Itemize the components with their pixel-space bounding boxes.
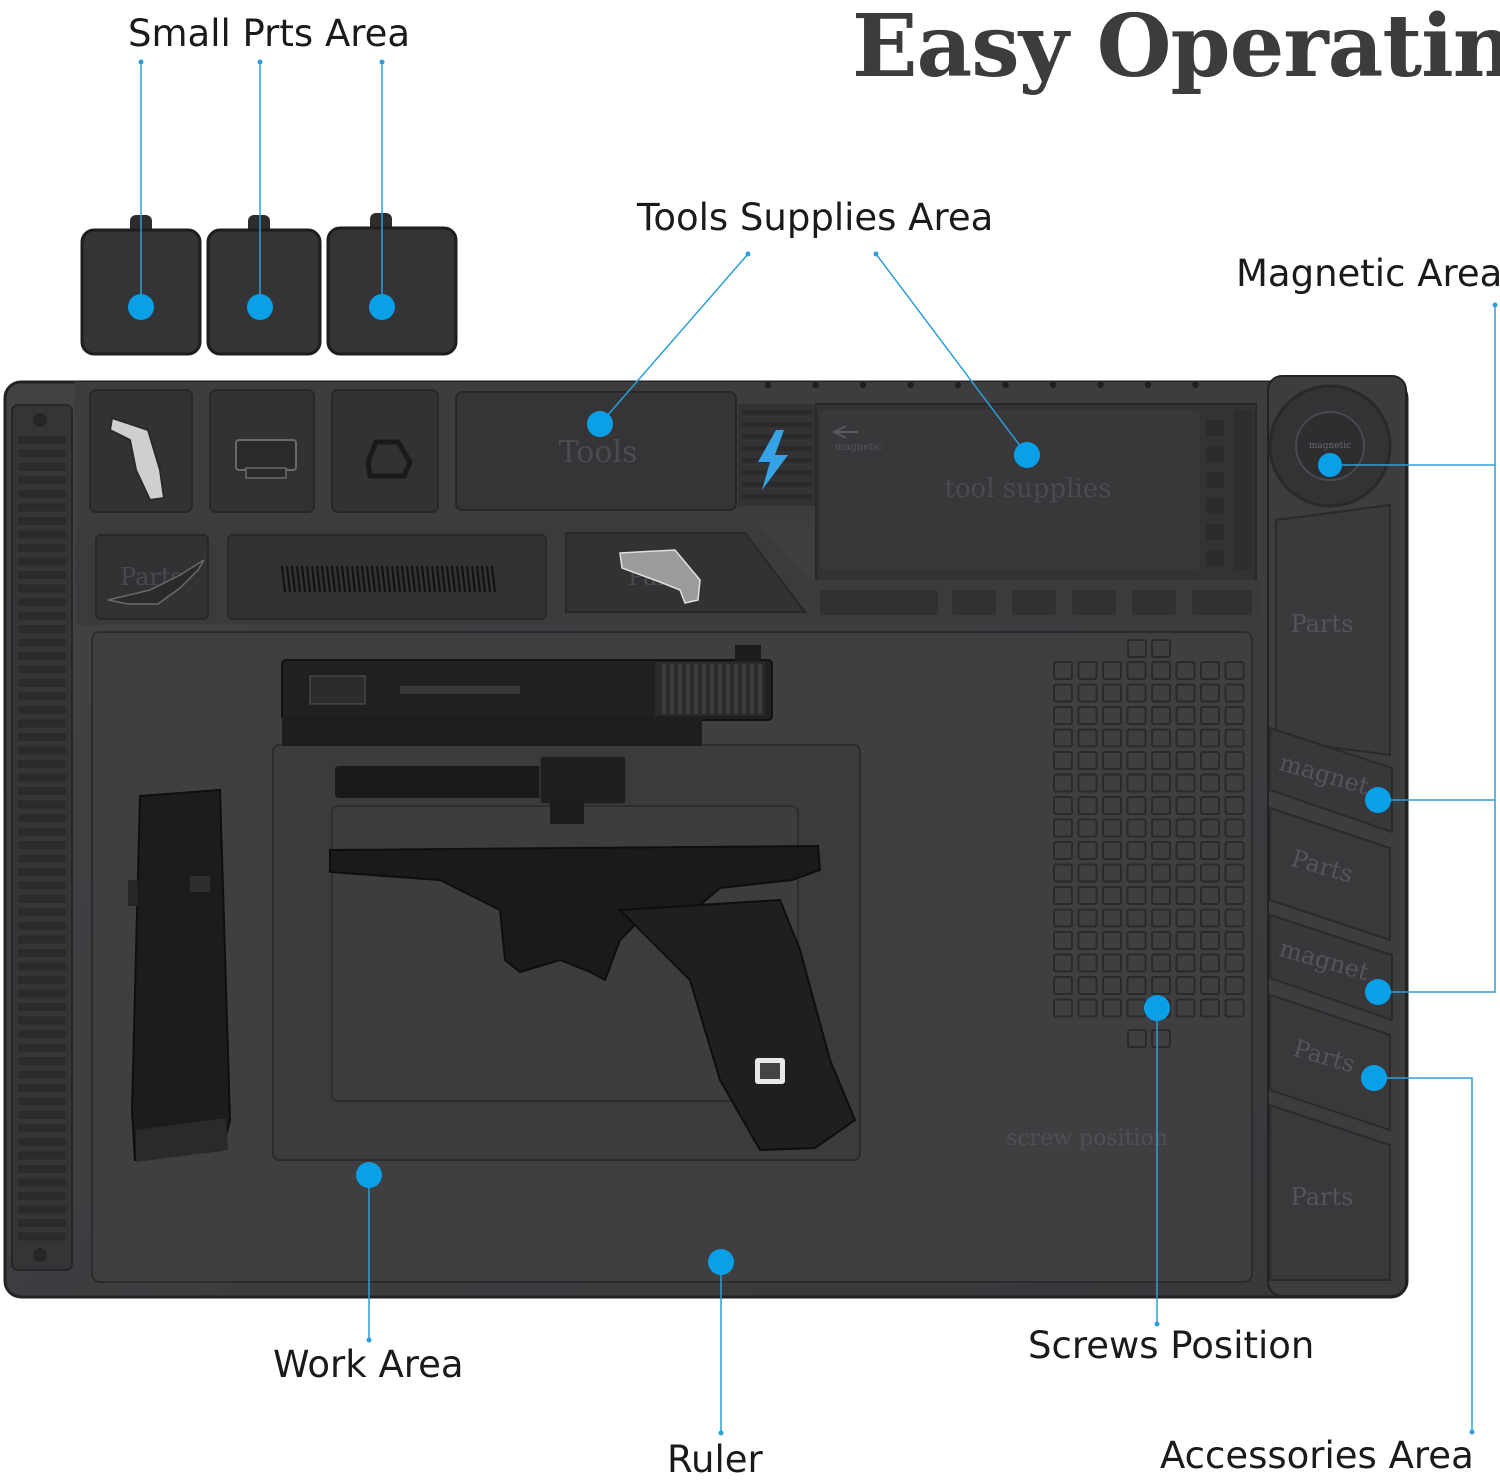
tool-supplies-engraving: tool supplies xyxy=(944,474,1111,504)
label-ruler: Ruler xyxy=(667,1438,763,1481)
callout-dots xyxy=(128,294,1391,1275)
callout-lines xyxy=(140,62,1496,1433)
barrel xyxy=(335,755,627,824)
parts-engraving-6: Parts xyxy=(1291,1183,1354,1211)
small-parts-cups xyxy=(80,213,458,356)
label-magnetic-area: Magnetic Area xyxy=(1236,252,1500,295)
small-parts-pieces xyxy=(108,416,413,502)
callout-dot-cup-3 xyxy=(369,294,395,320)
label-accessories-area: Accessories Area xyxy=(1160,1434,1474,1477)
arrow-left-icon xyxy=(831,425,858,439)
screw-position-engraving: screw position xyxy=(1006,1126,1168,1151)
callout-dot-cup-2 xyxy=(247,294,273,320)
magazine xyxy=(128,788,232,1162)
callout-dot-cup-1 xyxy=(128,294,154,320)
headline: Easy Operating xyxy=(852,0,1500,97)
label-screws-position: Screws Position xyxy=(1028,1324,1315,1367)
screw-grid xyxy=(1053,639,1245,1048)
callout-dot-tools xyxy=(587,411,613,437)
callout-dot-screws xyxy=(1144,995,1170,1021)
tools-engraving: Tools xyxy=(559,435,638,470)
callout-dot-magnet-1 xyxy=(1365,787,1391,813)
magnetic-bowl-engraving: magnetic xyxy=(1309,441,1351,451)
callout-dot-ruler xyxy=(708,1249,734,1275)
label-work-area: Work Area xyxy=(273,1343,464,1386)
frame xyxy=(329,844,857,1152)
label-small-parts-area: Small Prts Area xyxy=(128,12,411,55)
parts-engraving-3: Parts xyxy=(1291,610,1354,638)
callout-line-ends xyxy=(138,59,1498,1436)
right-column: magnetic Parts magnet Parts magnet Parts… xyxy=(1267,375,1407,1297)
tool-supplies-magnetic-engraving: magnetic xyxy=(835,442,882,453)
label-tools-supplies-area: Tools Supplies Area xyxy=(637,196,994,239)
callout-dot-accessories xyxy=(1361,1065,1387,1091)
lightning-bolt-icon xyxy=(758,430,788,490)
parts-cup-2 xyxy=(206,215,322,356)
parts-cup-3 xyxy=(326,213,458,356)
callout-dot-magnet-2 xyxy=(1365,979,1391,1005)
callout-dot-magnetic-bowl xyxy=(1318,453,1342,477)
middle-compartments: Parts Parts xyxy=(75,527,1260,625)
slide xyxy=(281,645,773,746)
callout-dot-work xyxy=(356,1162,382,1188)
callout-dot-tool-supplies xyxy=(1014,442,1040,468)
ruler-strip xyxy=(11,404,73,1271)
